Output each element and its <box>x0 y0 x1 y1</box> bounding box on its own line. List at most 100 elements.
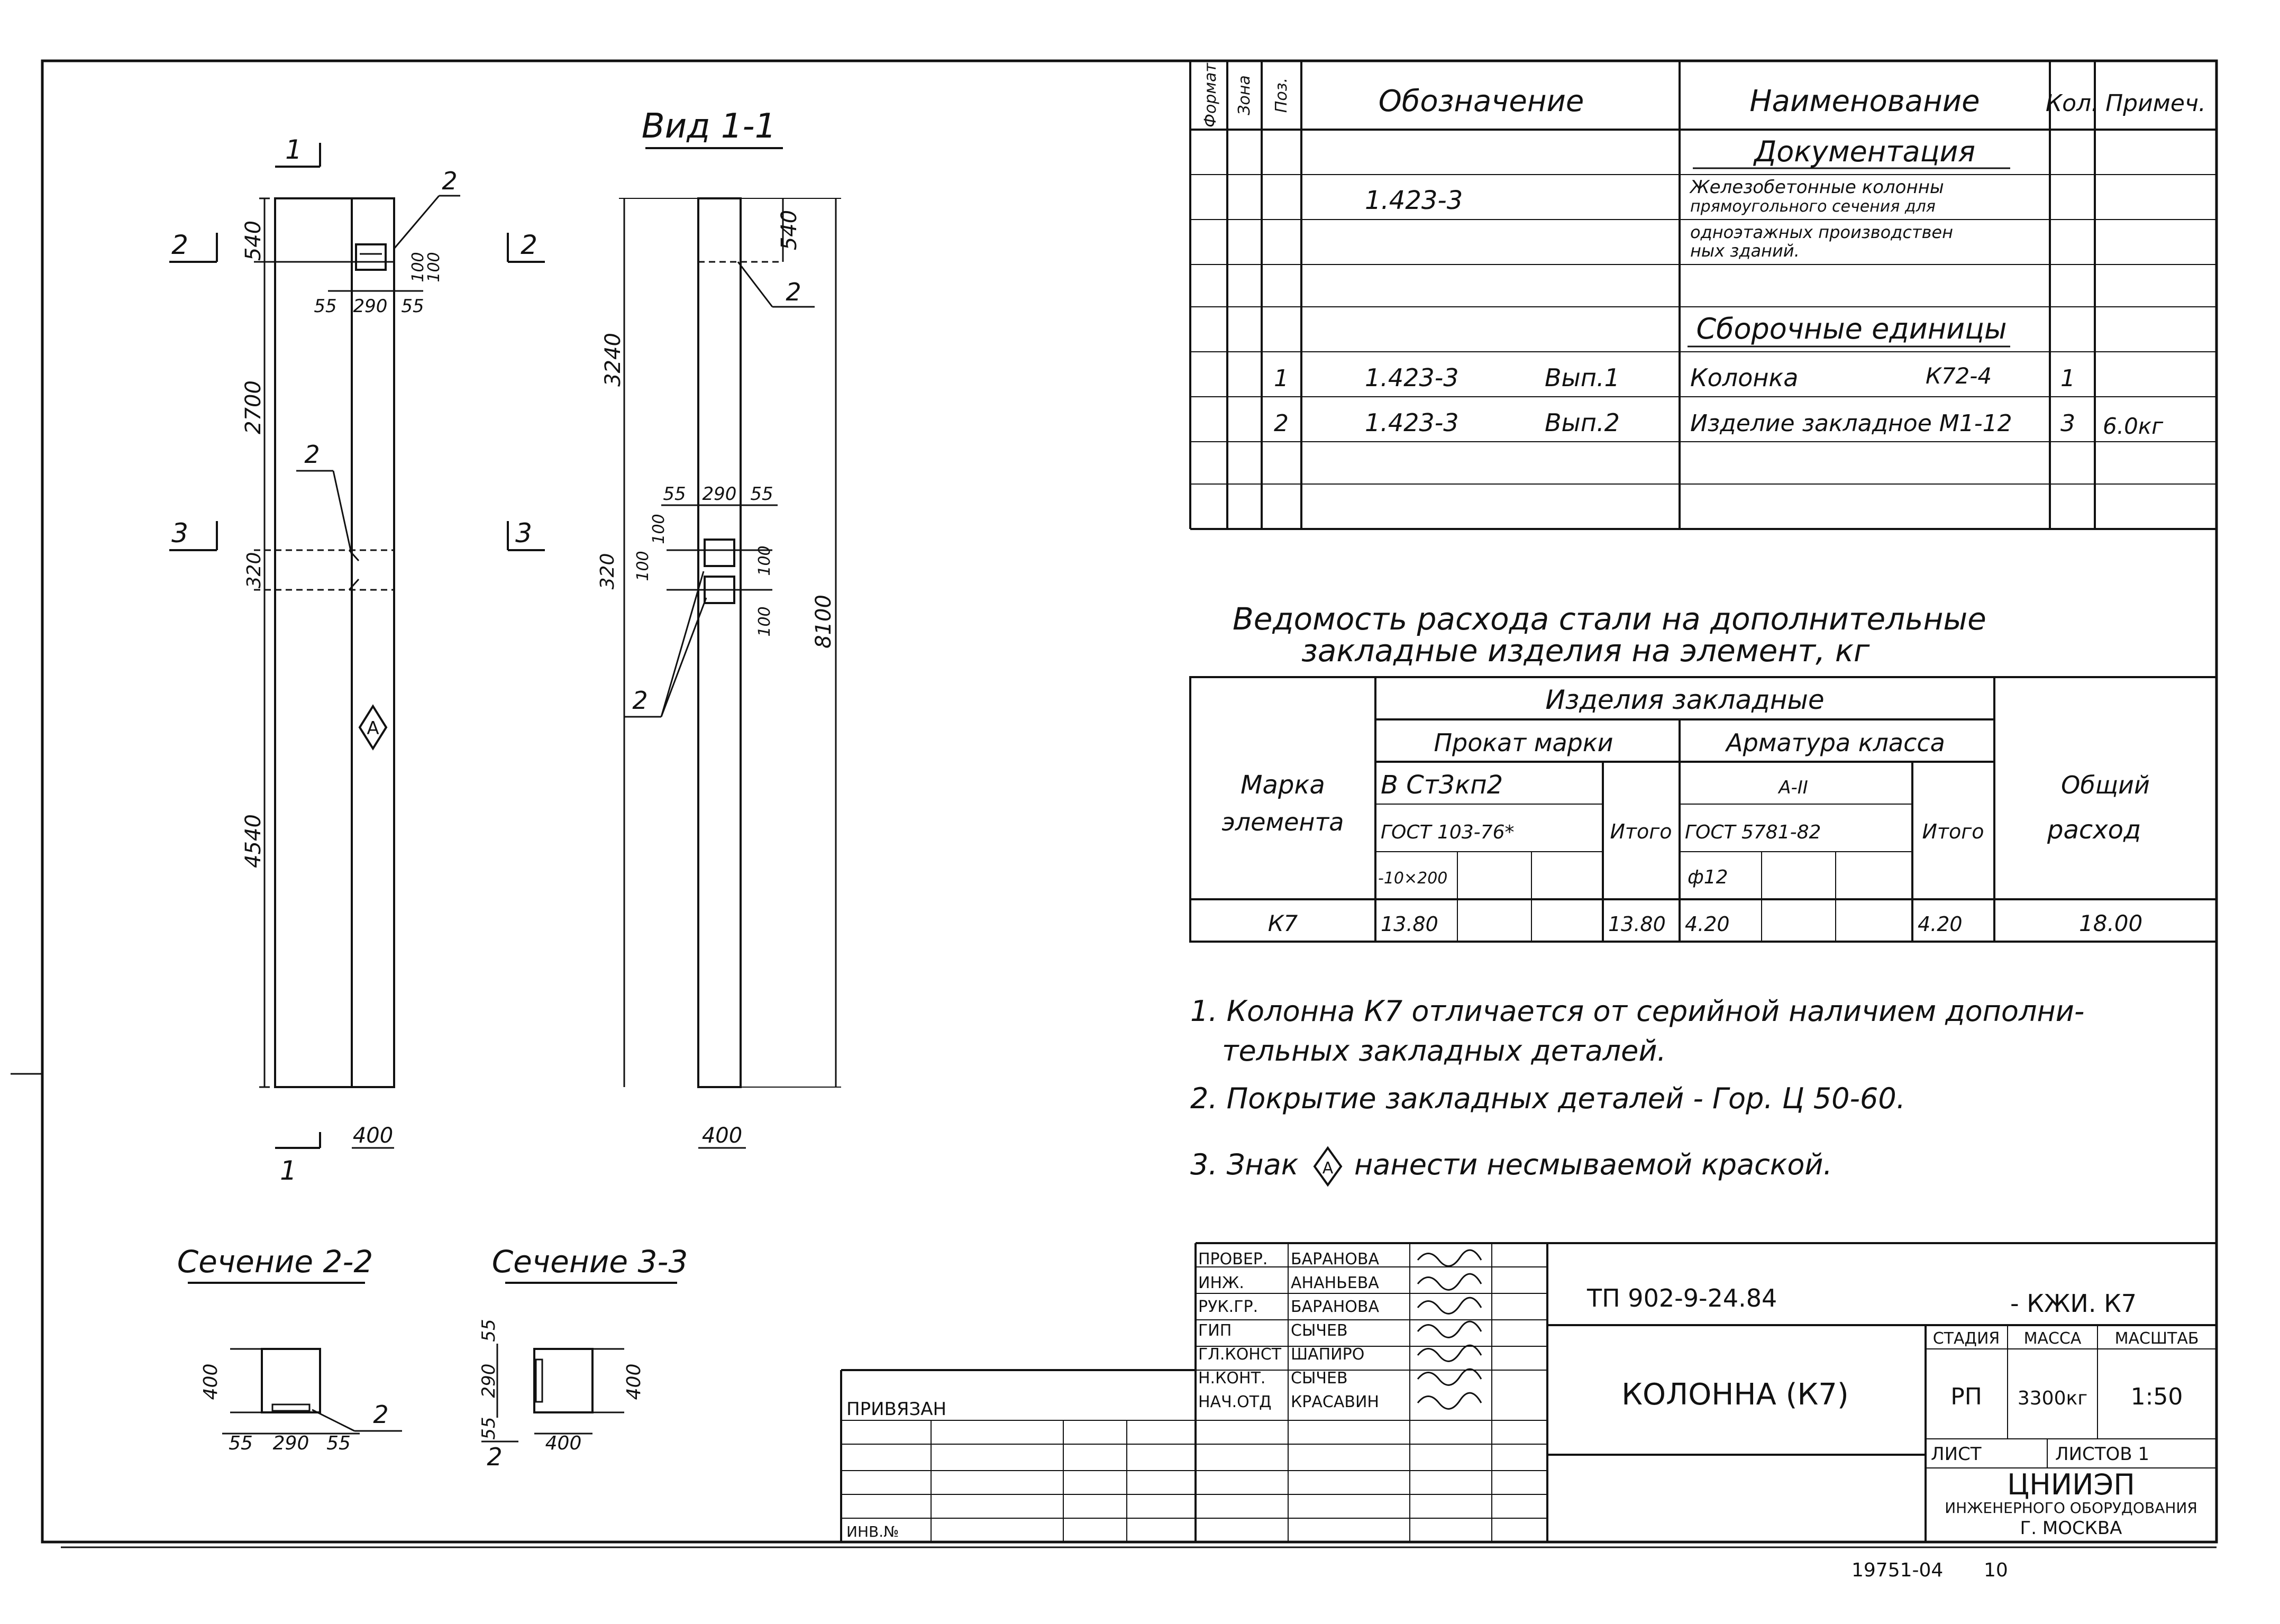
steel-rolled-grade: В Ст3кп2 <box>1381 770 1503 800</box>
sec22-dim-55-a: 55 <box>229 1433 253 1454</box>
spec-h-zone: Зона <box>1235 75 1254 115</box>
dim-100-a: 100 <box>409 252 427 282</box>
stamp-doc-code: ТП 902-9-24.84 <box>1586 1284 1777 1312</box>
stamp-mass: 3300кг <box>2018 1388 2087 1409</box>
stamp-role: РУК.ГР. <box>1198 1298 1258 1316</box>
sec33-dim-290: 290 <box>478 1364 499 1398</box>
stamp-name: БАРАНОВА <box>1291 1298 1379 1316</box>
side-dim-8100: 8100 <box>811 595 836 649</box>
side-dim-290: 290 <box>703 483 737 505</box>
stamp-name: КРАСАВИН <box>1291 1393 1379 1411</box>
steel-rolled-size: -10×200 <box>1378 869 1447 888</box>
spec-row2-issue: Вып.2 <box>1545 408 1620 437</box>
stamp-role: ГИП <box>1198 1321 1232 1340</box>
footer-page: 10 <box>1984 1559 2008 1581</box>
callout-mid: 2 <box>304 440 320 469</box>
spec-row1-designation: 1.423-3 <box>1365 363 1459 392</box>
spec-doc-text-4: ных зданий. <box>1690 241 1800 261</box>
steel-overall-1: Общий <box>2061 771 2150 799</box>
spec-h-qty: Кол. <box>2046 90 2099 117</box>
side-callout-top: 2 <box>786 278 801 306</box>
spec-row1-name: Колонка <box>1690 363 1798 392</box>
spec-h-designation: Обозначение <box>1379 84 1584 118</box>
note-3a: 3. Знак <box>1190 1148 1299 1181</box>
sec22-dim-55-b: 55 <box>326 1433 351 1454</box>
stamp-name: БАРАНОВА <box>1291 1250 1379 1269</box>
note-marker-diamond-icon <box>1313 1146 1343 1187</box>
signature-mark <box>1417 1297 1482 1315</box>
stamp-role: НАЧ.ОТД <box>1198 1393 1272 1411</box>
steel-group: Изделия закладные <box>1545 685 1824 715</box>
steel-title-1: Ведомость расхода стали на дополнительны… <box>1233 601 1986 637</box>
view-title: Вид 1-1 <box>642 107 777 146</box>
spec-row1-mark: К72-4 <box>1926 363 1992 389</box>
stamp-role: ИНЖ. <box>1198 1274 1244 1292</box>
cut-2-left: 2 <box>171 230 188 260</box>
stamp-org-3: Г. МОСКВА <box>2020 1518 2122 1539</box>
steel-row-overall: 18.00 <box>2079 910 2142 936</box>
dim-540: 540 <box>241 221 266 261</box>
sec33-callout: 2 <box>487 1443 502 1471</box>
signature-mark <box>1417 1320 1482 1338</box>
footer-code: 19751-04 <box>1852 1559 1943 1581</box>
title-block: ТП 902-9-24.84 - КЖИ. К7 КОЛОННА (К7) СТ… <box>840 1242 2217 1542</box>
spec-table: Формат Зона Поз. Обозначение Наименовани… <box>1189 61 2217 530</box>
stamp-role: ПРОВЕР. <box>1198 1250 1267 1269</box>
steel-rebar-size: ф12 <box>1688 866 1728 888</box>
callout-top: 2 <box>442 167 457 195</box>
stamp-org-1: ЦНИИЭП <box>2007 1468 2135 1501</box>
spec-assembly-section: Сборочные единицы <box>1696 312 2007 345</box>
signature-mark <box>1417 1392 1482 1410</box>
cut-3-left: 3 <box>171 518 188 549</box>
steel-total-rebar-h: Итого <box>1922 820 1984 843</box>
notes: 1. Колонна К7 отличается от серийной нал… <box>1190 995 2084 1187</box>
sec22-dim-290: 290 <box>273 1433 309 1454</box>
steel-title-2: закладные изделия на элемент, кг <box>1301 633 1870 669</box>
steel-row-rolled-total: 13.80 <box>1608 913 1666 936</box>
cut-1-top: 1 <box>285 134 302 165</box>
spec-h-note: Примеч. <box>2105 90 2206 117</box>
note-1a: 1. Колонна К7 отличается от серийной нал… <box>1190 995 2084 1028</box>
steel-row-rebar-total: 4.20 <box>1918 913 1963 936</box>
spec-row2-designation: 1.423-3 <box>1365 408 1459 437</box>
dim-400: 400 <box>353 1124 393 1148</box>
stamp-name: СЫЧЕВ <box>1291 1321 1348 1340</box>
dim-320: 320 <box>243 552 265 589</box>
marker-diamond-icon <box>358 704 388 751</box>
steel-rolled-gost: ГОСТ 103-76* <box>1381 822 1514 843</box>
dim-2700: 2700 <box>241 380 266 434</box>
sec33-dim-400-b: 400 <box>545 1433 582 1454</box>
spec-row1-issue: Вып.1 <box>1545 363 1620 392</box>
dim-55-a: 55 <box>314 296 336 317</box>
spec-doc-text-3: одноэтажных производствен <box>1690 222 1953 242</box>
spec-h-name: Наименование <box>1749 84 1980 118</box>
spec-doc-text-2: прямоугольного сечения для <box>1690 197 1936 216</box>
section-2-2: Сечение 2-2 400 55 290 55 2 <box>177 1244 402 1454</box>
signature-mark <box>1417 1273 1482 1291</box>
side-dim-3240: 3240 <box>601 333 625 387</box>
front-elevation: А 540 2700 320 4540 55 290 55 100 100 40… <box>169 134 545 1186</box>
sec33-dim-400-a: 400 <box>623 1364 645 1400</box>
side-dim-540: 540 <box>777 210 801 250</box>
section-3-3-title: Сечение 3-3 <box>492 1244 688 1280</box>
stamp-mass-h: МАССА <box>2024 1329 2082 1348</box>
spec-row1-pos: 1 <box>1274 365 1289 392</box>
steel-table: Ведомость расхода стали на дополнительны… <box>1189 601 2218 943</box>
note-3b: нанести несмываемой краской. <box>1354 1148 1832 1181</box>
stamp-name: АНАНЬЕВА <box>1291 1274 1379 1292</box>
side-dim-55-b: 55 <box>750 483 773 505</box>
stamp-scale-h: МАСШТАБ <box>2115 1329 2199 1348</box>
spec-row2-name: Изделие закладное М1-12 <box>1690 410 2012 437</box>
dim-290: 290 <box>353 296 388 317</box>
stamp-sheets: ЛИСТОВ 1 <box>2055 1444 2149 1465</box>
cut-1-bottom: 1 <box>280 1155 297 1186</box>
note-1b: тельных закладных деталей. <box>1222 1034 1666 1068</box>
stamp-name: СЫЧЕВ <box>1291 1369 1348 1388</box>
side-callout-bottom: 2 <box>632 686 647 715</box>
side-dim-320: 320 <box>597 553 618 590</box>
steel-rebar: Арматура класса <box>1725 728 1945 757</box>
dim-4540: 4540 <box>241 814 266 868</box>
stamp-bound: ПРИВЯЗАН <box>846 1399 946 1420</box>
steel-rolled: Прокат марки <box>1434 728 1613 757</box>
